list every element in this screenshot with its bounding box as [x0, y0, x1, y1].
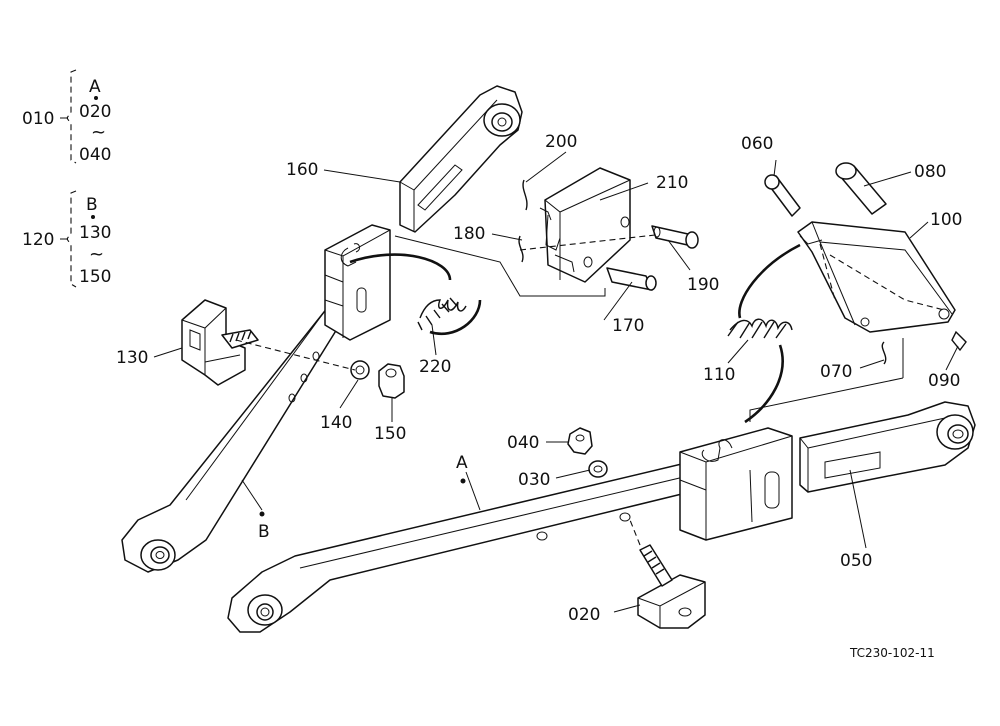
legend-a-tilde: ~ — [91, 122, 106, 143]
label-100: 100 — [930, 210, 962, 230]
part-180-pin — [518, 235, 524, 263]
leader-lines — [153, 151, 959, 613]
part-050-extension — [799, 401, 976, 493]
part-110-spring — [727, 243, 801, 424]
lower-link-arm-a — [227, 427, 793, 633]
label-030: 030 — [518, 470, 550, 490]
label-040: 040 — [507, 433, 539, 453]
part-040-nut — [567, 427, 593, 455]
label-060: 060 — [741, 134, 773, 154]
label-assembly-a: A — [456, 453, 468, 473]
legend-b-marker: B — [86, 195, 98, 215]
part-030-washer — [588, 460, 608, 478]
lower-link-arm-b — [121, 224, 391, 573]
label-220: 220 — [419, 357, 451, 377]
label-070: 070 — [820, 362, 852, 382]
part-210-hook-block — [539, 167, 631, 283]
part-020-bracket — [637, 544, 706, 629]
part-080-pin — [835, 162, 887, 215]
legend-group-b: 120 B 130 ~ 150 — [22, 190, 111, 288]
part-220-spring — [349, 253, 482, 335]
label-050: 050 — [840, 551, 872, 571]
part-060-pin — [764, 174, 801, 217]
label-090: 090 — [928, 371, 960, 391]
label-190: 190 — [687, 275, 719, 295]
legend-a-last: 040 — [79, 145, 111, 165]
label-080: 080 — [914, 162, 946, 182]
part-190-pin — [651, 225, 699, 249]
label-assembly-b: B — [258, 522, 270, 542]
part-170-pin — [606, 267, 657, 291]
legend-a-parent: 010 — [22, 109, 54, 129]
label-140: 140 — [320, 413, 352, 433]
label-160: 160 — [286, 160, 318, 180]
legend-a-first: 020 — [79, 102, 111, 122]
part-140-washer — [350, 360, 370, 380]
part-090-cotter — [951, 330, 967, 352]
legend-b-first: 130 — [79, 223, 111, 243]
label-210: 210 — [656, 173, 688, 193]
label-200: 200 — [545, 132, 577, 152]
label-180: 180 — [453, 224, 485, 244]
label-170: 170 — [612, 316, 644, 336]
legend-a-marker: A — [89, 77, 101, 97]
legend-b-last: 150 — [79, 267, 111, 287]
part-070-pin — [881, 341, 887, 365]
label-150: 150 — [374, 424, 406, 444]
part-100-latch-plate — [797, 221, 956, 333]
part-200-pin — [522, 179, 528, 211]
part-160-extension — [399, 85, 523, 233]
legend-b-tilde: ~ — [89, 244, 104, 265]
label-020: 020 — [568, 605, 600, 625]
label-130: 130 — [116, 348, 148, 368]
legend-b-parent: 120 — [22, 230, 54, 250]
drawing-reference: TC230-102-11 — [849, 646, 935, 660]
part-130-bracket — [181, 299, 259, 386]
label-110: 110 — [703, 365, 735, 385]
legend-group-a: 010 A 020 ~ 040 — [22, 69, 111, 165]
part-150-nut — [378, 363, 405, 399]
